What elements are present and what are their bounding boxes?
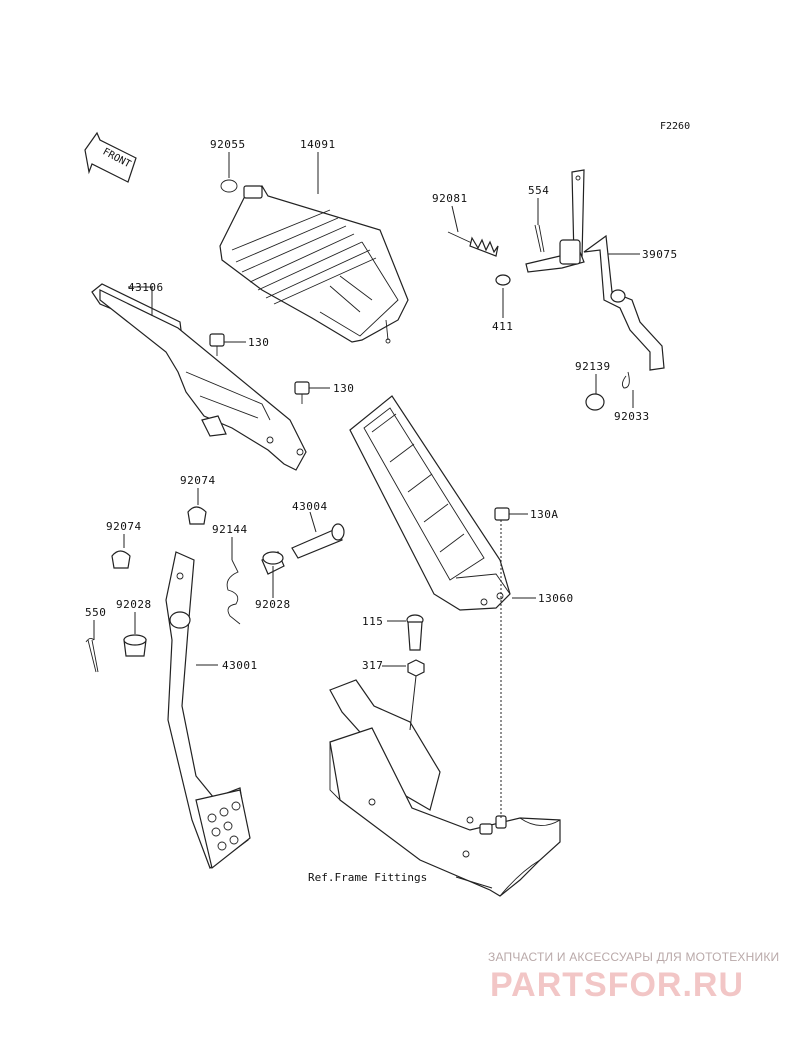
torsion-spring-92144 <box>226 559 241 625</box>
label-92144: 92144 <box>212 523 248 536</box>
diagram-code: F2260 <box>660 121 690 132</box>
clip-92033 <box>621 371 630 389</box>
label-92028-a: 92028 <box>255 598 291 611</box>
label-550: 550 <box>85 606 106 619</box>
o-ring-92055 <box>220 179 238 193</box>
leader-317-axis <box>409 675 417 731</box>
shaft-43004 <box>291 523 345 559</box>
bushing-92028-b <box>123 634 147 657</box>
label-14091: 14091 <box>300 138 336 151</box>
label-39075: 39075 <box>642 248 678 261</box>
label-13060: 13060 <box>538 592 574 605</box>
cap-92074-b <box>111 550 131 569</box>
label-92074-a: 92074 <box>180 474 216 487</box>
label-92081: 92081 <box>432 192 468 205</box>
reference-label: Ref.Frame Fittings <box>308 871 427 884</box>
watermark-logo: PARTSFOR.RU <box>490 966 745 1004</box>
cotter-pin-550 <box>85 637 99 673</box>
washer-411 <box>495 274 511 286</box>
pedal-plate-13060 <box>349 395 511 611</box>
frame-bracket <box>329 679 561 897</box>
leader-43004 <box>309 511 317 533</box>
label-92033: 92033 <box>614 410 650 423</box>
label-92139: 92139 <box>575 360 611 373</box>
label-43001: 43001 <box>222 659 258 672</box>
brake-lever-43106 <box>91 283 307 471</box>
label-92074-b: 92074 <box>106 520 142 533</box>
spring-92081 <box>447 231 499 257</box>
nut-317 <box>407 659 425 677</box>
bellows-boot-14091 <box>219 185 409 344</box>
leader-ref-frame <box>455 876 493 889</box>
bolt-130-b <box>294 381 310 404</box>
cotter-pin-554 <box>534 224 545 253</box>
label-554: 554 <box>528 184 549 197</box>
label-92028-b: 92028 <box>116 598 152 611</box>
leader-92081 <box>451 205 459 233</box>
label-130A: 130A <box>530 508 559 521</box>
label-130-b: 130 <box>333 382 354 395</box>
brake-pedal-43001 <box>165 551 251 870</box>
label-130-a: 130 <box>248 336 269 349</box>
label-43004: 43004 <box>292 500 328 513</box>
cap-92074-a <box>187 506 207 525</box>
label-43106: 43106 <box>128 281 164 294</box>
watermark-tagline: ЗАПЧАСТИ И АКСЕССУАРЫ ДЛЯ МОТОТЕХНИКИ <box>488 950 780 964</box>
label-92055: 92055 <box>210 138 246 151</box>
collar-92139 <box>585 393 605 411</box>
bushing-92028-a <box>261 551 285 575</box>
lever-rod-39075 <box>525 169 665 371</box>
bolt-115 <box>406 614 424 651</box>
bolt-130A <box>494 507 510 521</box>
label-115: 115 <box>362 615 383 628</box>
front-direction-arrow: FRONT <box>84 131 137 183</box>
bolt-130-a <box>209 333 225 356</box>
label-317: 317 <box>362 659 383 672</box>
label-411: 411 <box>492 320 513 333</box>
